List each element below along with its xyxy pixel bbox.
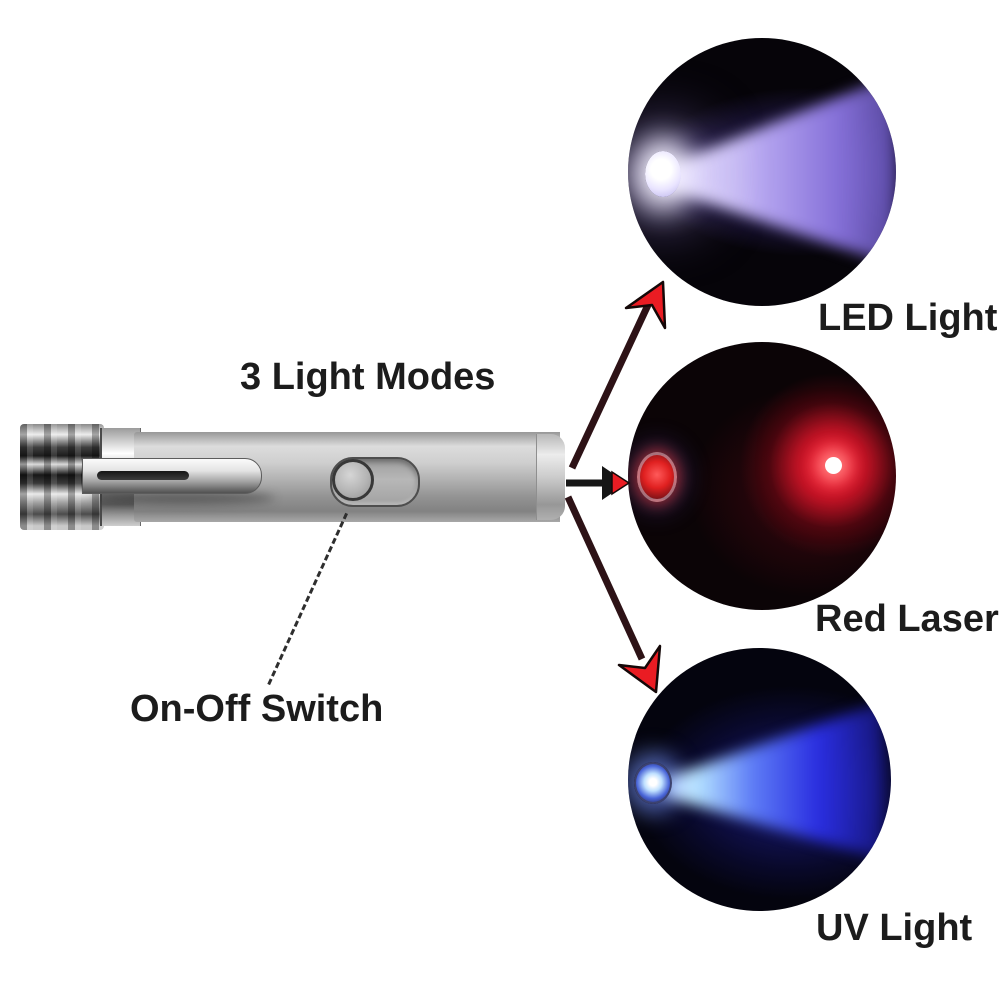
led-bulb (645, 151, 681, 197)
pen-pocket-clip (82, 458, 262, 494)
on-off-switch-button (332, 459, 374, 501)
uv-beam-cone (664, 701, 884, 860)
laser-aperture (637, 452, 677, 502)
switch-leader-line (267, 512, 348, 686)
modes-annotation: 3 Light Modes (240, 356, 496, 398)
uv-beam (664, 698, 884, 870)
led-light-label: LED Light (818, 297, 998, 339)
flashlight-pen (20, 422, 565, 534)
led-beam-cone (658, 74, 896, 267)
laser-dot (825, 457, 842, 474)
switch-annotation: On-Off Switch (130, 688, 384, 730)
clip-slot (97, 471, 189, 480)
clip-shadow (90, 492, 275, 504)
led-light-photo (628, 38, 896, 306)
uv-light-photo (628, 648, 891, 911)
pen-tail-cap (536, 434, 565, 520)
led-beam (658, 74, 896, 270)
uv-bulb (634, 762, 672, 804)
uv-light-label: UV Light (816, 907, 973, 949)
red-laser-label: Red Laser (815, 598, 999, 640)
arrow-to-red-laser (566, 466, 631, 500)
red-laser-photo (628, 342, 896, 610)
